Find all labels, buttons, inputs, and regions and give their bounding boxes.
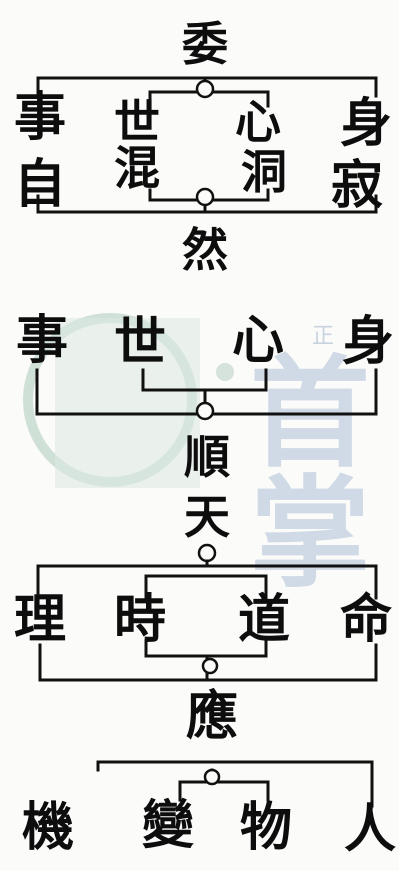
char-row-shi: 事 xyxy=(15,310,69,371)
group2-frame xyxy=(35,368,378,421)
char-inner-xin: 心 xyxy=(235,95,281,149)
char-row-shi2: 世 xyxy=(113,312,167,373)
char-left-zi: 自 xyxy=(13,154,67,215)
char-right-ji: 寂 xyxy=(330,155,384,216)
char-ji: 機 xyxy=(21,797,75,858)
char-top-wei: 委 xyxy=(182,17,228,71)
char-shun: 順 xyxy=(184,430,230,484)
char-li: 理 xyxy=(13,589,67,650)
char-shi3: 時 xyxy=(113,589,167,650)
char-bottom-ran: 然 xyxy=(182,223,228,277)
char-dao: 道 xyxy=(237,589,291,650)
char-left-shi: 事 xyxy=(13,87,67,148)
char-bian: 變 xyxy=(141,795,195,856)
char-tian: 天 xyxy=(184,490,230,544)
char-row-xin: 心 xyxy=(231,310,285,371)
char-inner-shi: 世 xyxy=(114,95,160,149)
char-row-shen: 身 xyxy=(341,311,395,372)
char-right-shen: 身 xyxy=(339,93,393,154)
char-inner-hun: 混 xyxy=(114,141,160,195)
char-wu: 物 xyxy=(239,797,293,858)
group4-frame xyxy=(96,760,374,808)
char-inner-dong: 洞 xyxy=(241,145,287,199)
char-ying: 應 xyxy=(185,686,239,747)
char-ren: 人 xyxy=(343,799,397,860)
group1-frame xyxy=(36,76,378,214)
group3-frame xyxy=(36,543,378,682)
char-ming: 命 xyxy=(339,589,393,650)
